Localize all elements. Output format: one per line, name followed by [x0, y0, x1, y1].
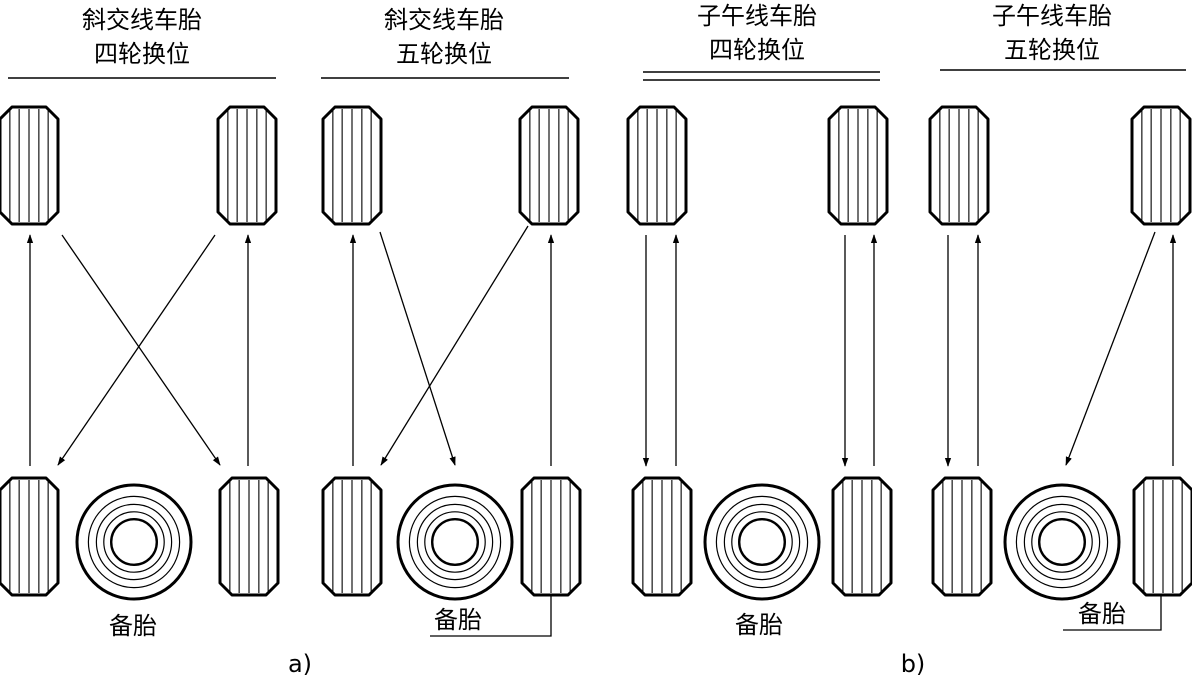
rear-left-tire [931, 476, 993, 597]
front-right-tire [827, 105, 889, 226]
spare-tire-label: 备胎 [735, 611, 783, 639]
front-left-tire [928, 105, 990, 226]
spare-tire-ring [723, 503, 801, 581]
panel-radial-four-wheel: 子午线车胎 四轮换位 备胎 [626, 2, 893, 639]
spare-tire-hub [109, 518, 158, 567]
panel-title-line2: 四轮换位 [94, 40, 190, 68]
arrow-front-right-to-rear-left [380, 225, 529, 466]
spare-tire [703, 483, 821, 601]
rear-right-tire [831, 476, 893, 597]
panel-title-line1: 斜交线车胎 [82, 6, 202, 34]
spare-tire-label: 备胎 [434, 606, 482, 634]
spare-tire-ring [1031, 511, 1093, 573]
panel-title-line2: 五轮换位 [1004, 36, 1100, 64]
rear-left-tire [631, 476, 693, 597]
panel-title-line1: 子午线车胎 [697, 2, 817, 30]
spare-tire-ring [416, 503, 494, 581]
spare-tire-ring [731, 511, 793, 573]
spare-tire-ring [103, 511, 165, 573]
spare-tire-ring [408, 495, 502, 589]
rear-right-tire [218, 476, 280, 597]
panel-title-line1: 子午线车胎 [992, 2, 1112, 30]
spare-tire-ring [424, 511, 486, 573]
spare-tire-label: 备胎 [109, 612, 157, 640]
rear-left-tire [321, 476, 383, 597]
spare-label-leader [1063, 596, 1162, 631]
rear-right-tire [520, 476, 582, 597]
front-left-tire [626, 105, 688, 226]
rear-right-tire [1132, 476, 1192, 597]
panel-title-line2: 五轮换位 [396, 40, 492, 68]
spare-tire [75, 483, 193, 601]
front-left-tire [0, 105, 60, 226]
arrow-front-right-to-rear-left [57, 234, 216, 466]
spare-tire-ring [1015, 495, 1109, 589]
rear-left-tire [0, 476, 60, 597]
spare-tire-hub [738, 518, 787, 567]
arrow-front-right-to-spare [1065, 231, 1156, 466]
spare-tire-hub [431, 518, 480, 567]
spare-label-leader [430, 596, 552, 637]
front-left-tire [321, 105, 383, 226]
caption-a: a) [288, 650, 312, 678]
front-right-tire [216, 105, 278, 226]
spare-tire-ring [1023, 503, 1101, 581]
panel-title-line1: 斜交线车胎 [384, 6, 504, 34]
spare-tire-ring [715, 495, 809, 589]
panel-title-line2: 四轮换位 [709, 36, 805, 64]
panel-bias-five-wheel: 斜交线车胎 五轮换位 备胎 [321, 6, 582, 637]
spare-tire-hub [1037, 518, 1086, 567]
spare-tire-ring [87, 495, 181, 589]
front-right-tire [1130, 105, 1192, 226]
spare-tire-ring [95, 503, 173, 581]
arrow-front-left-to-rear-right [61, 234, 221, 466]
caption-b: b) [901, 650, 926, 678]
panel-bias-four-wheel: 斜交线车胎 四轮换位 备胎 [0, 6, 280, 640]
spare-tire [396, 483, 514, 601]
spare-tire-label: 备胎 [1078, 600, 1126, 628]
front-right-tire [518, 105, 580, 226]
panel-radial-five-wheel: 子午线车胎 五轮换位 备胎 [928, 2, 1192, 631]
spare-tire [1003, 483, 1121, 601]
arrow-front-left-to-spare [379, 231, 456, 466]
